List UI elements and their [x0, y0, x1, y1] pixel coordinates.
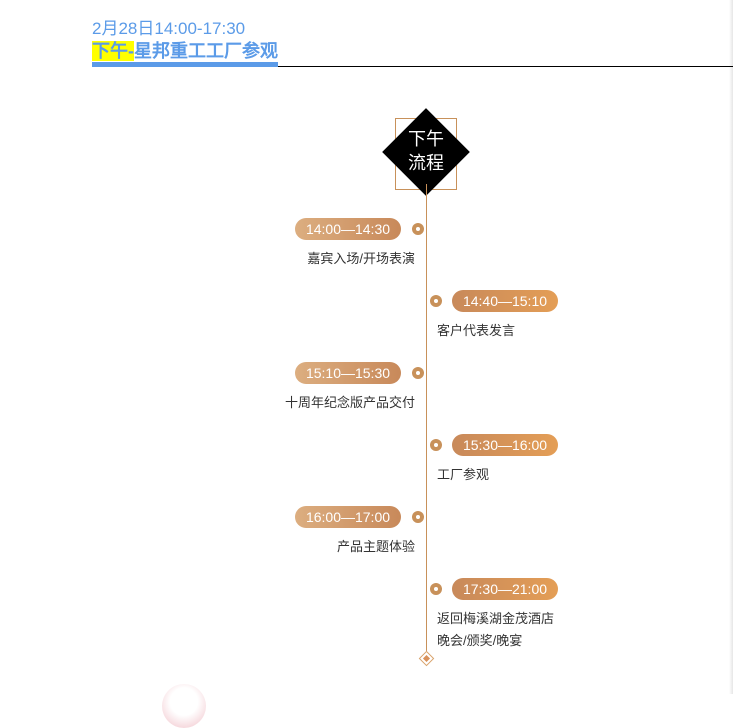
circle-dot-icon — [430, 583, 442, 595]
timeline-node — [430, 439, 442, 451]
section-header: 2月28日14:00-17:30 下午-星邦重工工厂参观 — [92, 18, 278, 62]
timeline-time-pill: 17:30—21:00 — [452, 578, 558, 600]
timeline-node — [412, 223, 424, 235]
timeline-time-pill: 16:00—17:00 — [295, 506, 401, 528]
timeline-end-diamond-icon — [418, 650, 435, 667]
title-divider-rule — [278, 66, 733, 67]
circle-dot-icon — [430, 295, 442, 307]
circle-dot-icon — [412, 223, 424, 235]
timeline-description: 工厂参观 — [437, 467, 490, 482]
badge-line-1: 下午 — [408, 129, 444, 149]
timeline-description: 客户代表发言 — [437, 323, 516, 338]
section-title: 下午-星邦重工工厂参观 — [92, 40, 278, 62]
section-title-highlight: 下午- — [92, 41, 134, 61]
timeline-description-line-2: 晚会/颁奖/晚宴 — [437, 633, 523, 648]
timeline-node — [430, 295, 442, 307]
badge-label: 下午 流程 — [382, 127, 470, 175]
timeline-description: 嘉宾入场/开场表演 — [307, 251, 415, 266]
decorative-pink-circle — [162, 684, 206, 728]
section-title-text: 星邦重工工厂参观 — [134, 41, 278, 61]
page-edge-shadow — [729, 0, 733, 694]
timeline-description: 返回梅溪湖金茂酒店 — [437, 611, 555, 626]
timeline-time-pill: 15:10—15:30 — [295, 362, 401, 384]
timeline-node — [412, 367, 424, 379]
timeline-description: 十周年纪念版产品交付 — [284, 395, 415, 410]
title-underline-bar — [92, 62, 278, 67]
timeline-axis — [426, 184, 427, 656]
timeline-time-pill: 15:30—16:00 — [452, 434, 558, 456]
timeline-description: 产品主题体验 — [336, 539, 415, 554]
timeline-node — [430, 583, 442, 595]
circle-dot-icon — [430, 439, 442, 451]
badge-line-2: 流程 — [408, 153, 444, 173]
timeline-time-pill: 14:40—15:10 — [452, 290, 558, 312]
circle-dot-icon — [412, 367, 424, 379]
timeline-node — [412, 511, 424, 523]
timeline-time-pill: 14:00—14:30 — [295, 218, 401, 240]
section-date-time: 2月28日14:00-17:30 — [92, 19, 246, 38]
afternoon-flow-badge: 下午 流程 — [382, 108, 470, 196]
circle-dot-icon — [412, 511, 424, 523]
